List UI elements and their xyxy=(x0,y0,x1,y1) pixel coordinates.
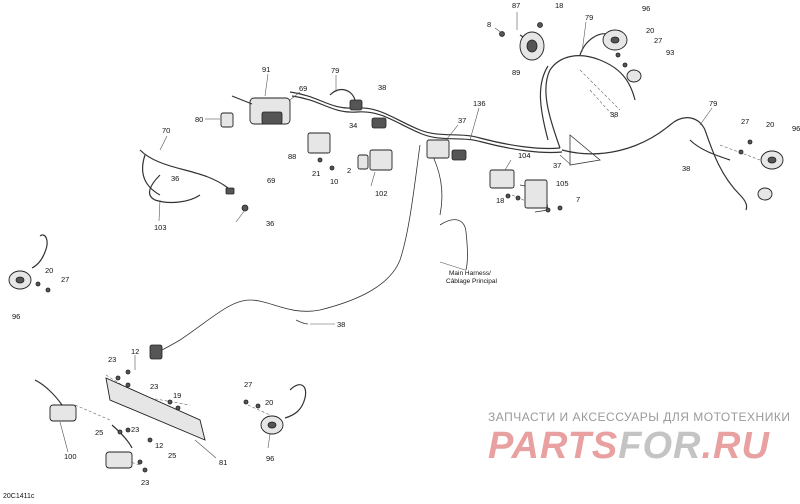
callout-20: 20 xyxy=(766,120,774,129)
callout-102: 102 xyxy=(375,189,388,198)
watermark-logo-for: FOR xyxy=(618,425,702,467)
callout-23: 23 xyxy=(141,478,149,487)
callout-23: 23 xyxy=(131,425,139,434)
callout-8: 8 xyxy=(487,20,491,29)
callout-38: 38 xyxy=(682,164,690,173)
watermark-logo-ru: .RU xyxy=(701,425,770,467)
callout-36: 36 xyxy=(171,174,179,183)
component-104 xyxy=(489,169,515,189)
callout-36: 36 xyxy=(266,219,274,228)
component-93 xyxy=(626,69,642,83)
callout-20: 20 xyxy=(265,398,273,407)
callout-7: 7 xyxy=(576,195,580,204)
callout-70: 70 xyxy=(162,126,170,135)
callout-79: 79 xyxy=(585,13,593,22)
callout-136: 136 xyxy=(473,99,486,108)
watermark-logo-parts: PARTS xyxy=(488,425,619,467)
callout-labels: 87 18 8 89 79 96 20 27 93 91 79 69 38 80… xyxy=(12,1,800,487)
component-harness-connector xyxy=(149,344,163,360)
callout-38: 38 xyxy=(610,110,618,119)
callout-18: 18 xyxy=(555,1,563,10)
callout-27: 27 xyxy=(741,117,749,126)
callout-69: 69 xyxy=(267,176,275,185)
component-105 xyxy=(524,179,548,209)
callout-12: 12 xyxy=(155,441,163,450)
leader-lines xyxy=(59,12,713,459)
callout-87: 87 xyxy=(512,1,520,10)
diagram-reference-code: 20C1411c xyxy=(3,493,35,500)
component-80 xyxy=(220,112,234,128)
callout-96: 96 xyxy=(642,4,650,13)
main-harness-label-line2: Câblage Principal xyxy=(446,278,498,285)
callout-69: 69 xyxy=(299,84,307,93)
callout-96: 96 xyxy=(792,124,800,133)
callout-27: 27 xyxy=(61,275,69,284)
component-102 xyxy=(369,149,393,171)
callout-37: 37 xyxy=(553,161,561,170)
callout-37: 37 xyxy=(458,116,466,125)
callout-34: 34 xyxy=(349,121,357,130)
callout-79: 79 xyxy=(709,99,717,108)
watermark-logo: PARTS FOR .RU xyxy=(488,426,788,466)
callout-103: 103 xyxy=(154,223,167,232)
callout-23: 23 xyxy=(150,382,158,391)
component-38-connector xyxy=(371,117,387,129)
callout-10: 10 xyxy=(330,177,338,186)
callout-80: 80 xyxy=(195,115,203,124)
callout-2: 2 xyxy=(347,166,351,175)
callout-25: 25 xyxy=(95,428,103,437)
callout-27: 27 xyxy=(654,36,662,45)
watermark-caption: ЗАПЧАСТИ И АКСЕССУАРЫ ДЛЯ МОТОТЕХНИКИ xyxy=(488,410,791,424)
callout-96: 96 xyxy=(266,454,274,463)
callout-105: 105 xyxy=(556,179,569,188)
components xyxy=(8,22,784,473)
main-harness-label-line1: Main Harness/ xyxy=(449,270,491,277)
callout-88: 88 xyxy=(288,152,296,161)
component-100-lower xyxy=(105,451,133,469)
callout-18: 18 xyxy=(496,196,504,205)
main-harness-wires xyxy=(31,33,748,449)
callout-25: 25 xyxy=(168,451,176,460)
callout-91: 91 xyxy=(262,65,270,74)
callout-93: 93 xyxy=(666,48,674,57)
callout-21: 21 xyxy=(312,169,320,178)
callout-23: 23 xyxy=(108,355,116,364)
callout-20: 20 xyxy=(45,266,53,275)
component-81 xyxy=(105,377,206,441)
callout-27: 27 xyxy=(244,380,252,389)
callout-38: 38 xyxy=(378,83,386,92)
callout-96: 96 xyxy=(12,312,20,321)
callout-20: 20 xyxy=(646,26,654,35)
callout-38: 38 xyxy=(337,320,345,329)
callout-89: 89 xyxy=(512,68,520,77)
callout-81: 81 xyxy=(219,458,227,467)
callout-100: 100 xyxy=(64,452,77,461)
callout-104: 104 xyxy=(518,151,531,160)
component-100-upper xyxy=(49,404,77,422)
callout-12: 12 xyxy=(131,347,139,356)
callout-79: 79 xyxy=(331,66,339,75)
main-harness-label: Main Harness/ Câblage Principal xyxy=(446,270,498,285)
component-37 xyxy=(426,139,450,159)
component-88 xyxy=(307,132,331,154)
assembly-dashed-lines xyxy=(74,69,761,466)
callout-19: 19 xyxy=(173,391,181,400)
watermark: ЗАПЧАСТИ И АКСЕССУАРЫ ДЛЯ МОТОТЕХНИКИ PA… xyxy=(488,410,791,466)
